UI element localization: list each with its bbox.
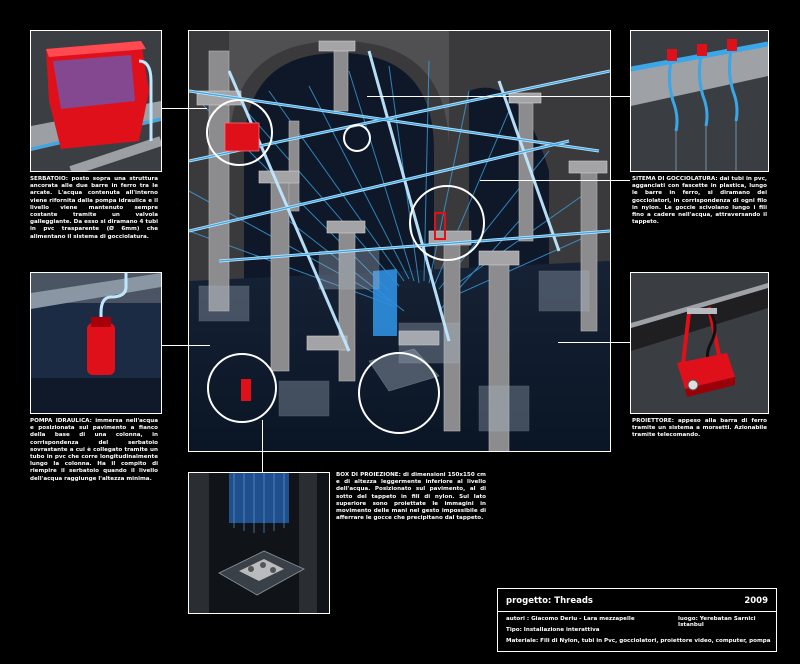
pump-render-svg (31, 273, 161, 413)
callout-circle-hook (343, 124, 371, 152)
inset-projector (630, 272, 769, 414)
title-divider (498, 611, 776, 612)
callout-circle-pump (207, 353, 277, 423)
note-proiettore-text: appeso alla barra di ferro tramite un si… (632, 418, 767, 439)
leader-tank (160, 108, 207, 109)
note-pompa-heading: POMPA IDRAULICA: (30, 418, 92, 424)
leader-pump (160, 345, 210, 346)
box-render-svg (189, 473, 329, 613)
inset-pump (30, 272, 162, 414)
note-serbatoio-heading: SERBATOIO: (30, 176, 68, 182)
note-serbatoio: SERBATOIO: posto sopra una struttura anc… (30, 176, 158, 241)
callout-circle-dripper (409, 185, 485, 261)
note-pompa-text: immersa nell'acqua e posizionata sul pav… (30, 418, 159, 482)
project-materials: Materiale: Fili di Nylon, tubi in Pvc, g… (506, 638, 771, 644)
inset-projection-box (188, 472, 330, 614)
dripper-render-svg (631, 31, 768, 171)
note-proiettore: PROIETTORE: appeso alla barra di ferro t… (632, 418, 767, 440)
note-box-heading: BOX DI PROIEZIONE: (336, 472, 401, 478)
inset-tank (30, 30, 162, 172)
project-authors: autori : Giacomo Deriu - Lara mezzapelle (506, 616, 635, 622)
title-block: progetto: Threads 2009 autori : Giacomo … (497, 588, 777, 652)
callout-circle-box (358, 352, 440, 434)
note-sistema: SITEMA DI GOCCIOLATURA: dai tubi in pvc,… (632, 176, 767, 226)
note-serbatoio-text: posto sopra una struttura ancorata alle … (30, 176, 159, 240)
note-box: BOX DI PROIEZIONE: di dimensioni 150x150… (336, 472, 486, 522)
callout-circle-tank (206, 99, 273, 166)
note-box-text: di dimensioni 150x150 cm e di altezza le… (336, 472, 487, 522)
note-sistema-heading: SITEMA DI GOCCIOLATURA: (632, 176, 718, 182)
projector-render-svg (631, 273, 768, 413)
project-type: Tipo: Installazione interattiva (506, 627, 600, 633)
tank-render-svg (31, 31, 161, 171)
leader-projector (558, 342, 630, 343)
leader-hook (367, 96, 630, 97)
leader-box-v (262, 420, 263, 472)
inset-dripper-system (630, 30, 769, 172)
project-year: 2009 (744, 596, 768, 606)
project-location: luogo: Yerebatan Sarnici Istanbul (678, 616, 756, 628)
note-sistema-text: dai tubi in pvc, agganciati con fascette… (632, 176, 768, 226)
note-proiettore-heading: PROIETTORE: (632, 418, 674, 424)
leader-dripper (480, 180, 630, 181)
project-title: progetto: Threads (506, 596, 593, 606)
note-pompa: POMPA IDRAULICA: immersa nell'acqua e po… (30, 418, 158, 483)
